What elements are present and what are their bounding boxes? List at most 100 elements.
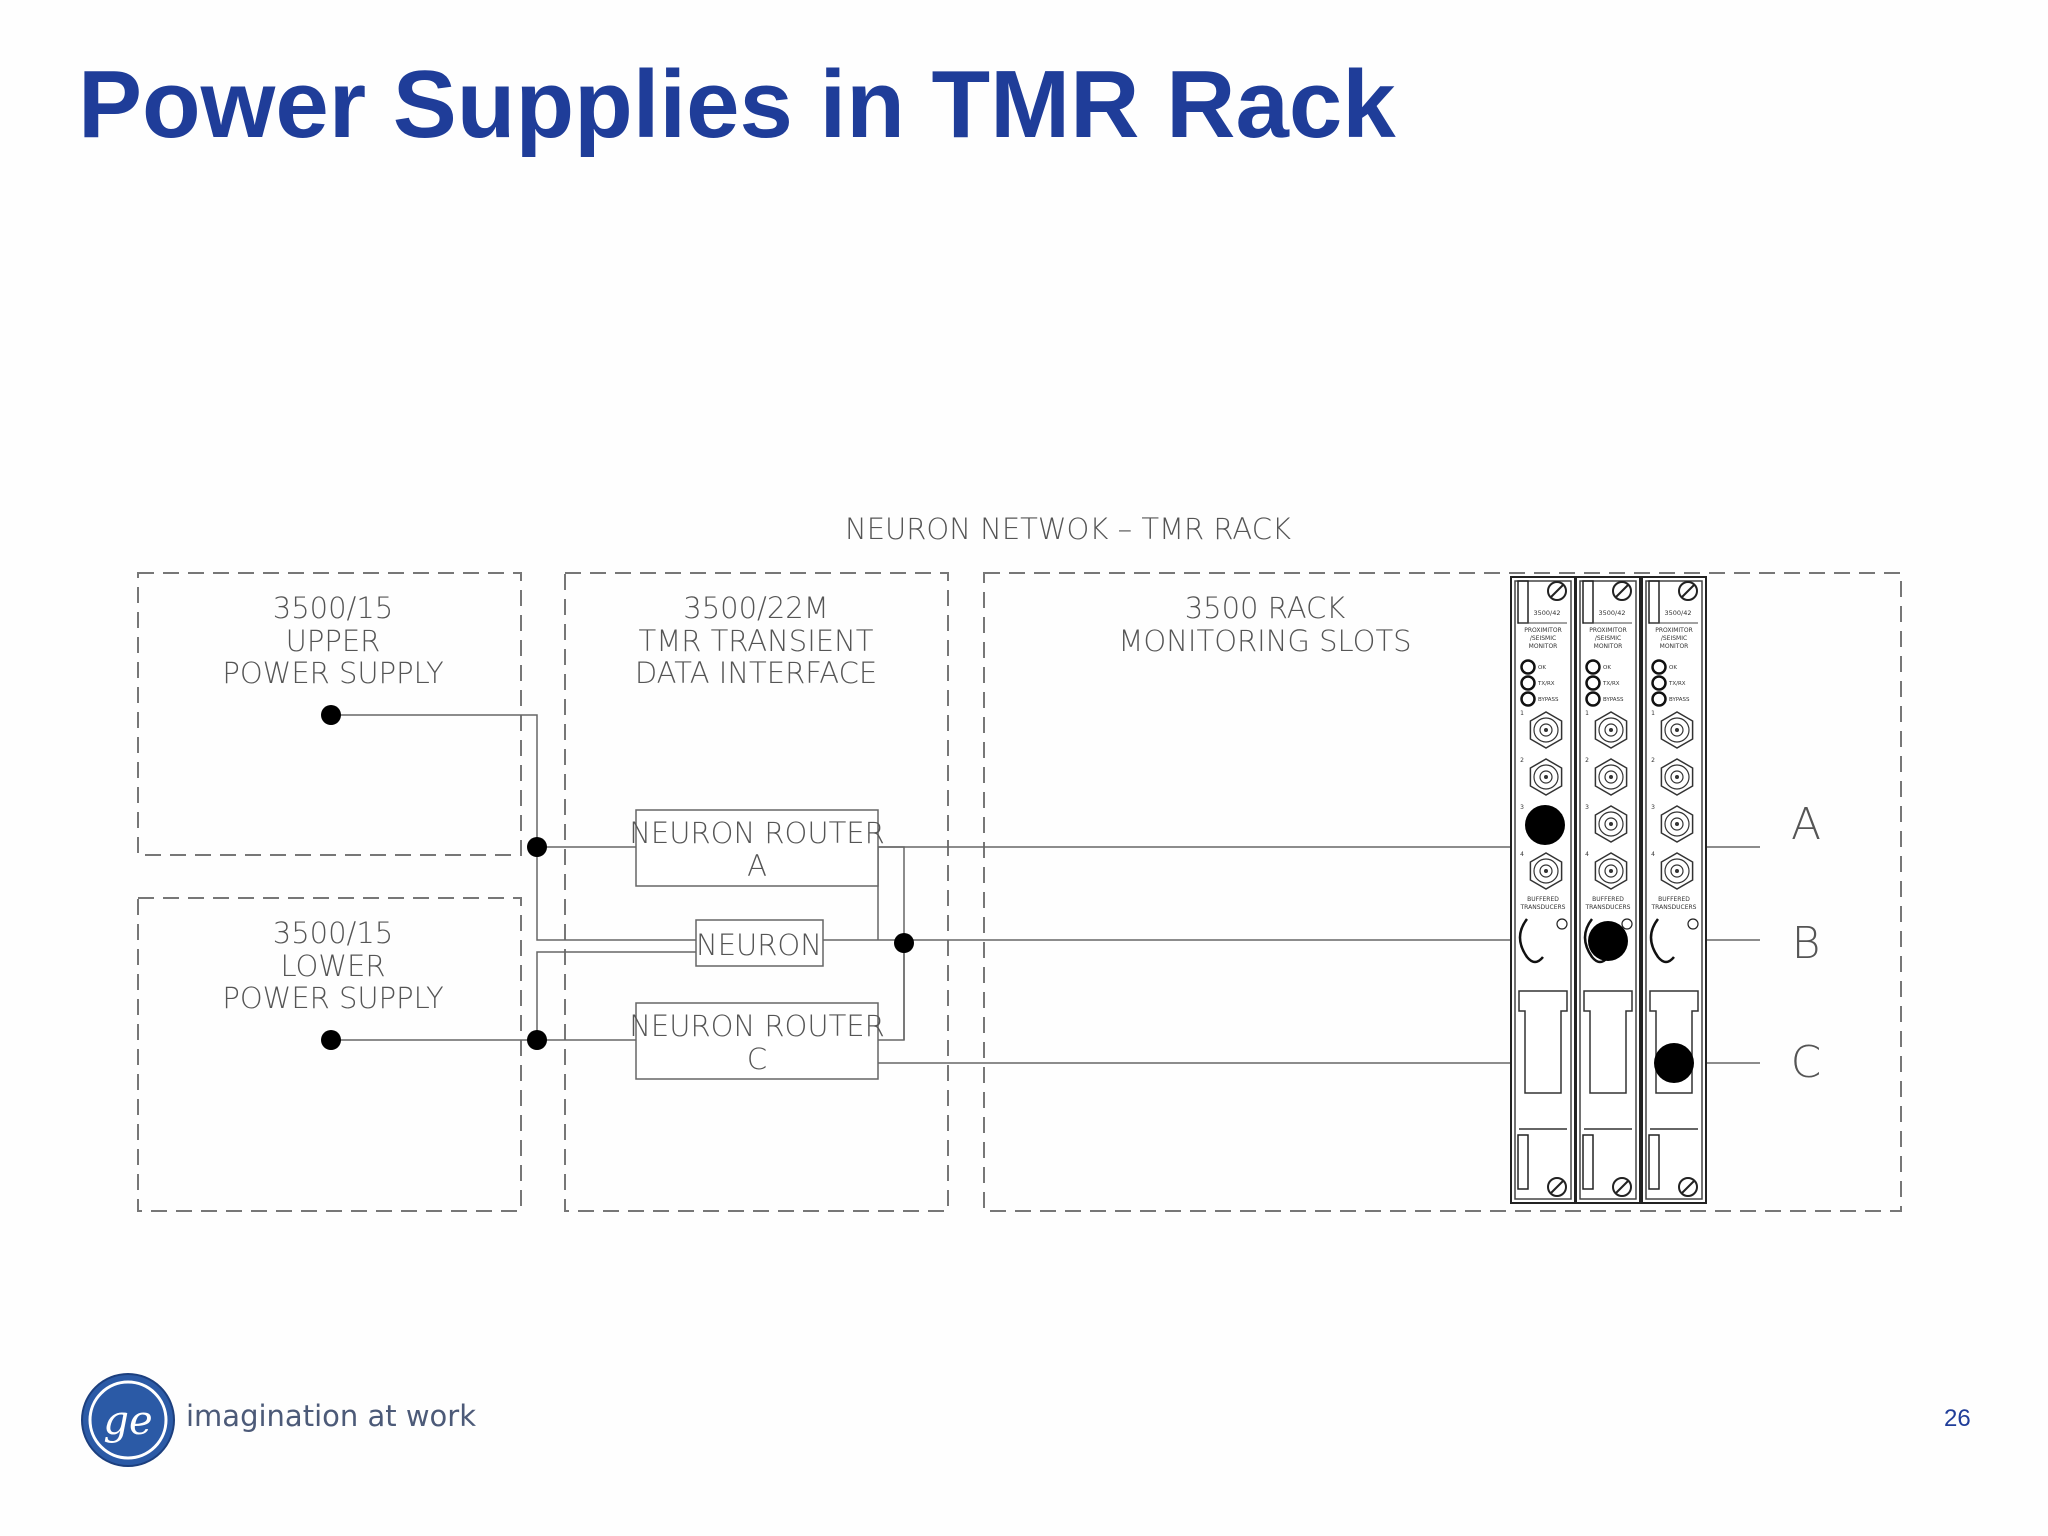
module-footer-label: BUFFERED: [1658, 896, 1690, 903]
monitor-module-3: 3500/42PROXIMITOR/SEISMICMONITOROKTX/RXB…: [1641, 576, 1707, 1204]
junction-dots: [321, 705, 914, 1050]
connector-number: 3: [1520, 804, 1524, 811]
module-model-label: 3500/42: [1664, 609, 1691, 617]
bnc-connector-icon: [1660, 805, 1694, 843]
connector-handle-icon: [1518, 918, 1544, 964]
connector-number: 3: [1585, 804, 1589, 811]
bnc-connector-icon: [1660, 852, 1694, 890]
lower-power-supply-box: [137, 897, 522, 1212]
module-model-label: 3500/42: [1598, 609, 1625, 617]
neuron-module: NEURON: [695, 919, 824, 967]
module-footer-label: TRANSDUCERS: [1520, 904, 1566, 911]
monitor-module-1: 3500/42PROXIMITOR/SEISMICMONITOROKTX/RXB…: [1510, 576, 1576, 1204]
bnc-connector-icon: [1594, 805, 1628, 843]
diagram-title: NEURON NETWOK – TMR RACK: [845, 512, 1291, 546]
module-name-label: /SEISMIC: [1595, 635, 1621, 642]
led-label: OK: [1603, 665, 1611, 671]
connector-number: 2: [1585, 757, 1589, 764]
svg-text:NEURON ROUTER: NEURON ROUTER: [629, 816, 885, 850]
status-led-icon: [1585, 675, 1601, 691]
connector-number: 4: [1520, 851, 1524, 858]
led-label: OK: [1669, 665, 1677, 671]
monitor-module-2: 3500/42PROXIMITOR/SEISMICMONITOROKTX/RXB…: [1575, 576, 1641, 1204]
module-footer-label: BUFFERED: [1592, 896, 1624, 903]
svg-text:ge: ge: [103, 1398, 152, 1444]
status-led-icon: [1520, 675, 1536, 691]
screw-icon: [1612, 581, 1632, 601]
svg-text:LOWER: LOWER: [280, 949, 385, 983]
screw-icon: [1547, 1177, 1567, 1197]
svg-text:3500/15: 3500/15: [273, 591, 393, 625]
lower-power-supply-label: 3500/15 LOWER POWER SUPPLY: [222, 916, 444, 1015]
status-led-icon: [1585, 691, 1601, 707]
connector-number: 1: [1585, 710, 1589, 717]
svg-text:NEURON: NEURON: [696, 928, 822, 962]
connector-number: 2: [1520, 757, 1524, 764]
bnc-connector-icon: [1660, 711, 1694, 749]
status-led-icon: [1585, 659, 1601, 675]
rack-slots-label: 3500 RACK MONITORING SLOTS: [1118, 591, 1411, 658]
screw-icon: [1612, 1177, 1632, 1197]
svg-text:TMR TRANSIENT: TMR TRANSIENT: [638, 624, 873, 658]
status-led-icon: [1520, 659, 1536, 675]
bnc-connector-icon: [1529, 852, 1563, 890]
led-label: TX/RX: [1602, 681, 1620, 687]
module-name-label: PROXIMITOR: [1589, 627, 1627, 634]
neuron-router-c: NEURON ROUTER C: [629, 1002, 885, 1080]
bnc-connector-icon: [1594, 758, 1628, 796]
ge-logo: ge: [81, 1373, 175, 1467]
module-name-label: /SEISMIC: [1661, 635, 1687, 642]
module-footer-label: TRANSDUCERS: [1585, 904, 1631, 911]
tmr-interface-label: 3500/22M TMR TRANSIENT DATA INTERFACE: [635, 591, 877, 690]
channel-label-a: A: [1791, 799, 1821, 850]
module-footer-label: TRANSDUCERS: [1651, 904, 1697, 911]
slide-title: Power Supplies in TMR Rack: [78, 51, 1396, 158]
svg-text:MONITORING SLOTS: MONITORING SLOTS: [1118, 624, 1411, 658]
screw-icon: [1678, 1177, 1698, 1197]
registered-mark-icon: [1621, 918, 1633, 930]
svg-text:3500/22M: 3500/22M: [683, 591, 829, 625]
module-name-label: PROXIMITOR: [1524, 627, 1562, 634]
tmr-interface-box: [564, 572, 949, 1212]
svg-text:A: A: [747, 849, 767, 883]
screw-icon: [1678, 581, 1698, 601]
module-name-label: MONITOR: [1529, 643, 1558, 650]
bnc-connector-icon: [1529, 758, 1563, 796]
channel-label-b: B: [1792, 918, 1821, 969]
connector-handle-icon: [1649, 918, 1675, 964]
upper-power-supply-box: [137, 572, 522, 856]
page-number: 26: [1944, 1405, 1971, 1432]
led-label: BYPASS: [1669, 697, 1690, 703]
led-label: TX/RX: [1668, 681, 1686, 687]
bnc-connector-icon: [1594, 711, 1628, 749]
led-label: BYPASS: [1538, 697, 1559, 703]
connector-number: 4: [1585, 851, 1589, 858]
connector-number: 3: [1651, 804, 1655, 811]
channel-connection-dots: [1525, 805, 1694, 1083]
module-footer-label: BUFFERED: [1527, 896, 1559, 903]
svg-text:POWER SUPPLY: POWER SUPPLY: [222, 981, 444, 1015]
status-led-icon: [1651, 659, 1667, 675]
svg-text:POWER SUPPLY: POWER SUPPLY: [222, 656, 444, 690]
svg-text:UPPER: UPPER: [286, 624, 381, 658]
connector-number: 4: [1651, 851, 1655, 858]
module-name-label: /SEISMIC: [1530, 635, 1556, 642]
connector-number: 2: [1651, 757, 1655, 764]
registered-mark-icon: [1687, 918, 1699, 930]
module-name-label: MONITOR: [1660, 643, 1689, 650]
status-led-icon: [1651, 675, 1667, 691]
registered-mark-icon: [1556, 918, 1568, 930]
upper-power-supply-label: 3500/15 UPPER POWER SUPPLY: [222, 591, 444, 690]
status-led-icon: [1520, 691, 1536, 707]
tagline: imagination at work: [186, 1399, 476, 1433]
bnc-connector-icon: [1660, 758, 1694, 796]
module-model-label: 3500/42: [1533, 609, 1560, 617]
status-led-icon: [1651, 691, 1667, 707]
svg-text:C: C: [747, 1042, 767, 1076]
led-label: OK: [1538, 665, 1546, 671]
svg-text:3500/15: 3500/15: [273, 916, 393, 950]
svg-text:DATA INTERFACE: DATA INTERFACE: [635, 656, 877, 690]
svg-text:NEURON ROUTER: NEURON ROUTER: [629, 1009, 885, 1043]
rack-slots-box: [983, 572, 1902, 1212]
